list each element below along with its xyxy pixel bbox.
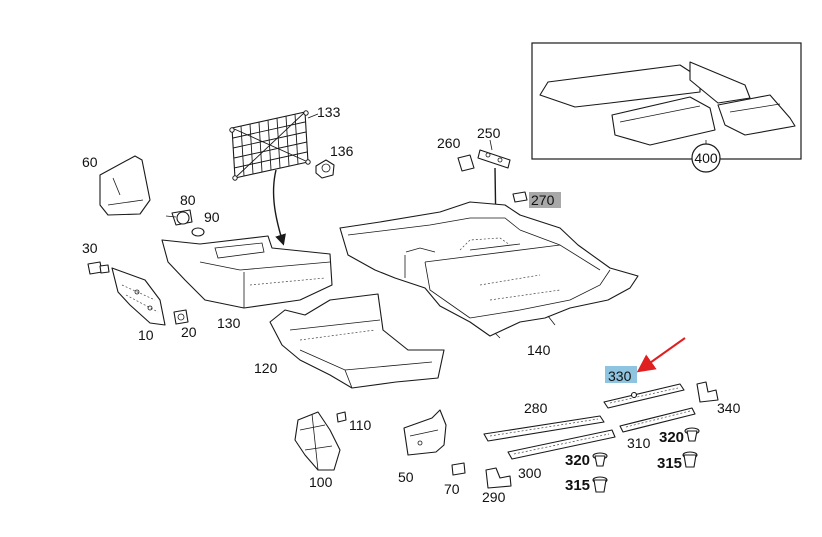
highlight-330 <box>605 366 637 383</box>
sill-strip-300 <box>507 429 616 460</box>
label-133: 133 <box>317 104 341 120</box>
label-20: 20 <box>181 324 197 340</box>
clip-315-left <box>592 476 608 493</box>
cargo-net-133 <box>229 110 311 181</box>
bracket-panel-60 <box>99 155 151 216</box>
label-10: 10 <box>138 327 154 343</box>
clip-290 <box>485 467 512 489</box>
side-panel-10 <box>111 267 166 326</box>
label-120: 120 <box>254 360 278 376</box>
label-320-left: 320 <box>565 452 590 469</box>
label-315-right: 315 <box>657 455 682 472</box>
plug-320-right <box>684 427 700 442</box>
clip-90 <box>191 227 205 237</box>
clip-340 <box>696 381 719 403</box>
bracket-assembly-100 <box>294 411 341 471</box>
label-130: 130 <box>217 315 241 331</box>
label-80: 80 <box>180 192 196 208</box>
sill-strip-330 <box>603 383 685 409</box>
highlight-270 <box>529 192 561 208</box>
clip-30 <box>87 261 110 275</box>
label-320-right: 320 <box>659 429 684 446</box>
part-400-callout: 400 <box>691 140 721 173</box>
label-100: 100 <box>309 474 333 490</box>
trunk-tray-120 <box>269 293 445 389</box>
clip-315-right <box>682 451 698 468</box>
fastener-136 <box>315 159 335 179</box>
label-250: 250 <box>477 125 501 141</box>
label-330: 330 <box>608 368 632 384</box>
label-30: 30 <box>82 240 98 256</box>
label-110: 110 <box>349 417 372 433</box>
label-60: 60 <box>82 154 98 170</box>
clip-110 <box>336 411 347 423</box>
bracket-250 <box>477 149 511 169</box>
red-pointer-arrow <box>636 337 686 373</box>
nut-20 <box>173 309 189 325</box>
assembly-arrow-net <box>272 169 286 246</box>
clip-70 <box>451 462 466 476</box>
label-136: 136 <box>330 143 354 159</box>
label-300: 300 <box>518 465 542 481</box>
label-70: 70 <box>444 481 460 497</box>
label-340: 340 <box>717 400 741 416</box>
label-50: 50 <box>398 469 414 485</box>
label-280: 280 <box>524 400 548 416</box>
floor-carpet-140 <box>339 201 639 339</box>
floor-mat-inset <box>531 42 802 160</box>
label-315-left: 315 <box>565 477 590 494</box>
sill-strip-280 <box>483 415 605 442</box>
pad-260 <box>457 154 475 172</box>
label-290: 290 <box>482 489 506 505</box>
label-90: 90 <box>204 209 220 225</box>
sill-strip-310 <box>619 407 696 433</box>
bracket-50 <box>403 409 447 456</box>
label-400: 400 <box>694 150 718 166</box>
label-310: 310 <box>627 435 651 451</box>
trunk-lining-130 <box>161 235 333 309</box>
screw-80 <box>165 209 193 226</box>
label-140: 140 <box>527 342 551 358</box>
label-270: 270 <box>531 192 555 208</box>
label-260: 260 <box>437 135 461 151</box>
block-270 <box>512 191 528 203</box>
plug-320-left <box>592 452 608 467</box>
